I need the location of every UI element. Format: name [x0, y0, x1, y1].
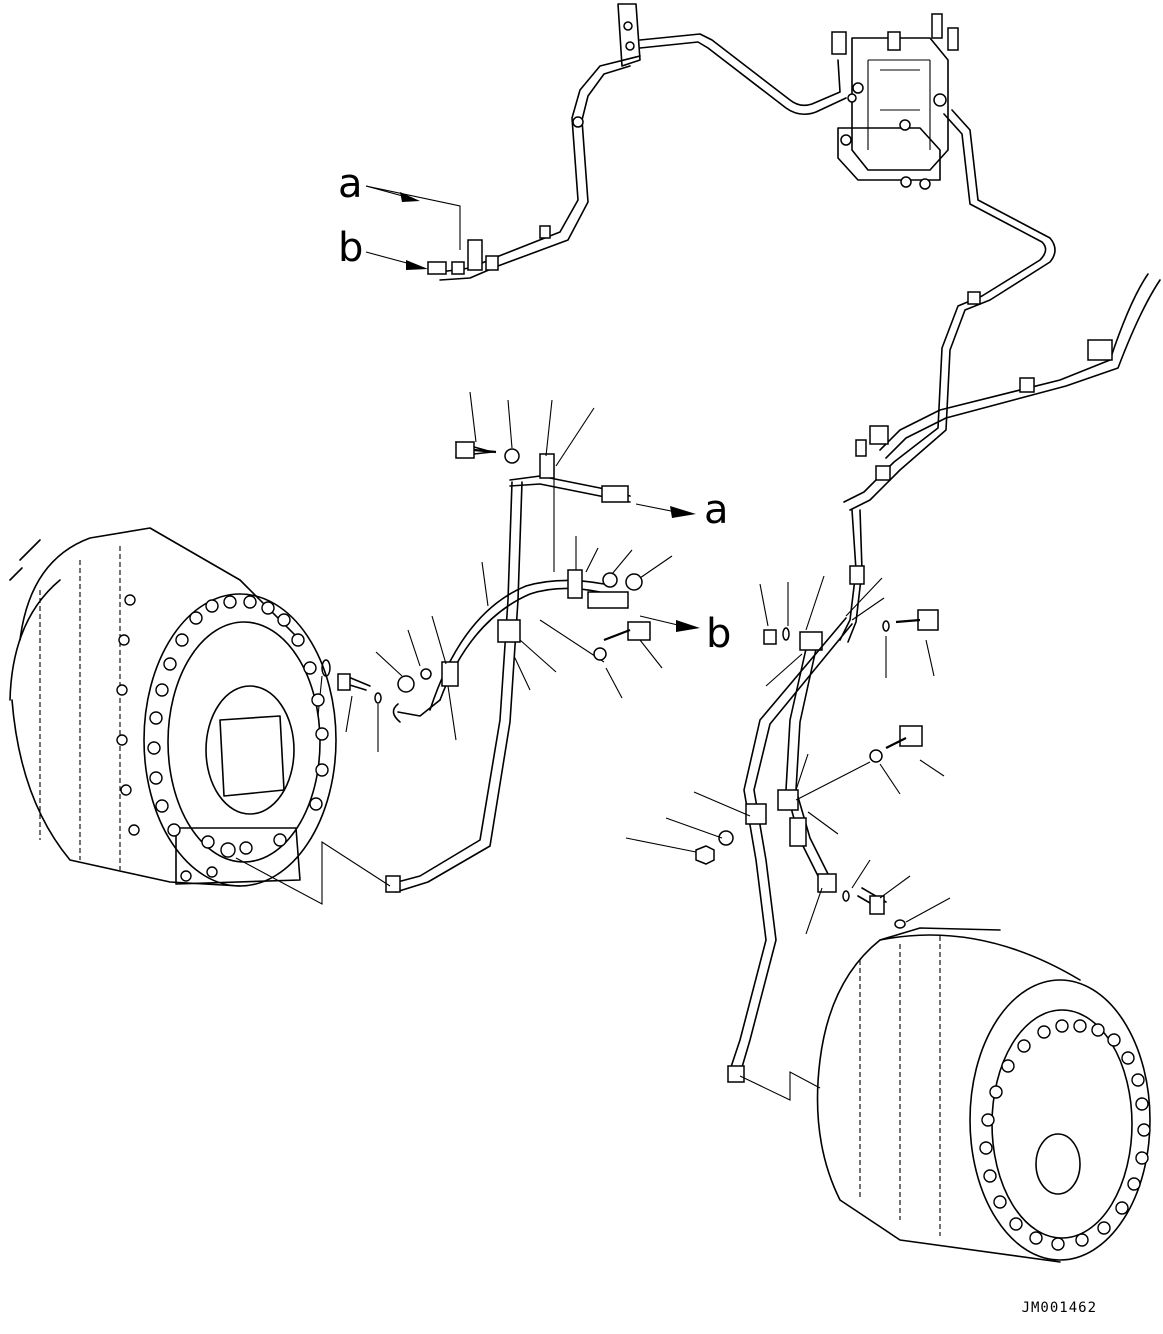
label-a-mid: a: [704, 487, 729, 533]
right-leader-lines: [625, 575, 951, 935]
final-drive-motor-icon: [816, 927, 1151, 1263]
upper-fittings: [365, 185, 499, 275]
label-b-top: b: [338, 225, 364, 271]
leader-arrow-a-top: [365, 185, 420, 202]
middle-leader-lines: [235, 391, 700, 905]
middle-fasteners: [321, 441, 651, 704]
middle-hose-assembly: [385, 464, 631, 893]
drawing-code: JM001462: [1021, 1300, 1097, 1316]
upper-tube-routing: [439, 33, 1161, 511]
label-a-top: a: [338, 161, 363, 207]
final-drive-motor-icon: [9, 527, 337, 887]
right-fasteners: [695, 609, 939, 929]
label-b-mid: b: [706, 611, 732, 657]
mounting-bracket: [617, 3, 641, 67]
leader-arrow-b-top: [365, 251, 428, 270]
right-hose-assembly: [727, 509, 865, 1101]
valve-block-icon: [831, 13, 959, 190]
